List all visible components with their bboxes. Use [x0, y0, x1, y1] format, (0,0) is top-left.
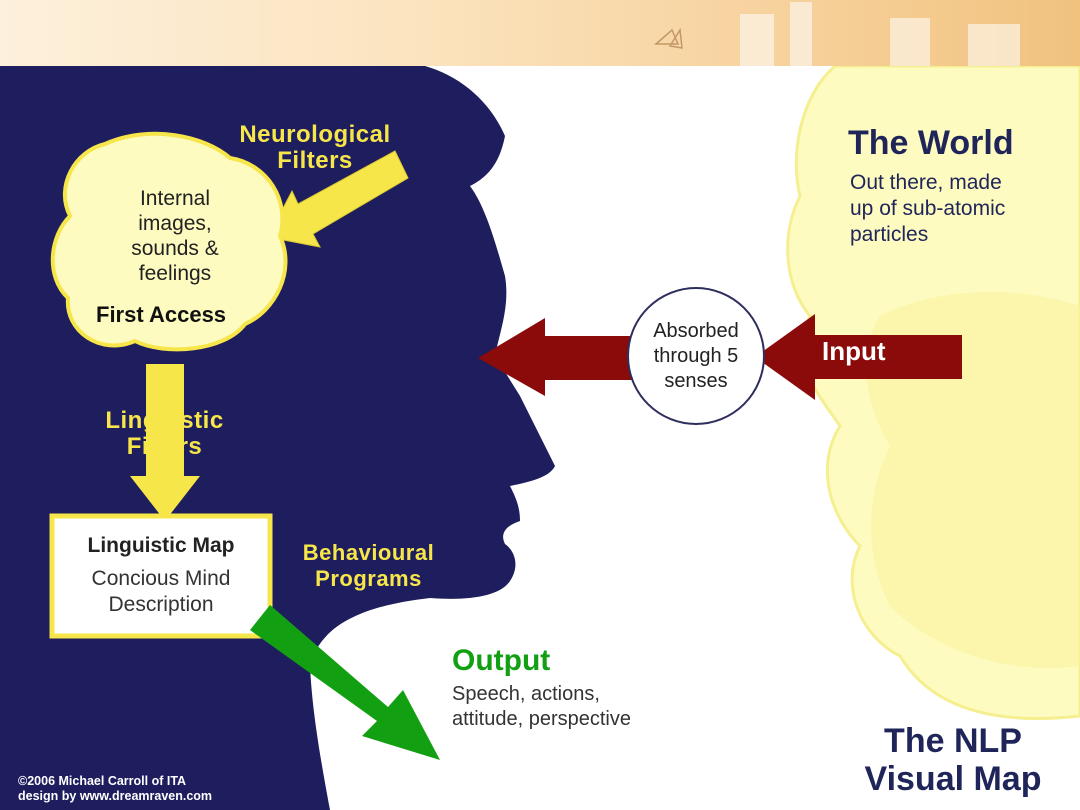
- linguistic-map-title: Linguistic Map: [87, 534, 235, 557]
- inner-input-arrow: [478, 318, 640, 396]
- behavioural-programs-line: Behavioural: [302, 540, 435, 565]
- skyline-building: [968, 24, 1020, 66]
- world-cloud-shade: [866, 292, 1080, 668]
- linguistic-filters-line: Linguistic: [105, 407, 224, 434]
- output-description: Speech, actions, attitude, perspective: [452, 682, 631, 732]
- skyline-building: [890, 18, 930, 66]
- internal-cloud: [50, 131, 288, 352]
- linguistic-filters-arrow: [130, 364, 200, 521]
- credits-line: design by www.dreamraven.com: [18, 789, 213, 803]
- world-description-line: particles: [850, 223, 929, 246]
- senses-text: Absorbed through 5 senses: [631, 319, 761, 394]
- behavioural-programs-line: Programs: [315, 566, 422, 591]
- linguistic-map-box: [49, 513, 273, 639]
- credits-line: ©2006 Michael Carroll of ITA: [18, 774, 187, 788]
- neurological-filters-line: Neurological: [239, 121, 391, 148]
- header-banner: [0, 0, 1080, 66]
- internal-cloud-line: sounds &: [131, 237, 219, 260]
- linguistic-map-description: Concious Mind Description: [56, 566, 266, 618]
- senses-line: Absorbed: [653, 320, 739, 342]
- internal-cloud-line: feelings: [138, 262, 212, 285]
- skyline-building: [740, 14, 774, 66]
- world-description: Out there, made up of sub-atomic particl…: [850, 170, 1005, 248]
- world-description-line: Out there, made: [850, 171, 1002, 194]
- internal-cloud-line: images,: [138, 212, 212, 235]
- internal-cloud-line: Internal: [139, 187, 211, 210]
- linguistic-map-line: Concious Mind: [91, 567, 231, 590]
- linguistic-filters-line: Filters: [126, 433, 203, 460]
- map-title: The NLP Visual Map: [848, 722, 1058, 798]
- output-line: attitude, perspective: [452, 708, 631, 730]
- output-line: Speech, actions,: [452, 683, 600, 705]
- map-title-line: Visual Map: [864, 760, 1042, 798]
- map-title-line: The NLP: [884, 722, 1022, 760]
- senses-circle: [627, 287, 765, 425]
- world-title: The World: [848, 124, 1014, 162]
- internal-cloud-text: Internal images, sounds & feelings: [100, 186, 250, 286]
- senses-line: through 5: [653, 345, 739, 367]
- senses-line: senses: [664, 370, 728, 392]
- output-title: Output: [452, 644, 551, 677]
- input-arrow: [755, 314, 962, 400]
- neurological-filters-label: Neurological Filters: [230, 122, 400, 174]
- nlp-diagram: The World Out there, made up of sub-atom…: [0, 66, 1080, 810]
- world-description-line: up of sub-atomic: [850, 197, 1006, 220]
- neurological-filters-line: Filters: [277, 147, 353, 174]
- input-label: Input: [822, 336, 886, 366]
- first-access-label: First Access: [96, 302, 227, 327]
- linguistic-filters-label: Linguistic Filters: [92, 408, 237, 460]
- credits: ©2006 Michael Carroll of ITA design by w…: [18, 774, 212, 804]
- linguistic-map-line: Description: [108, 593, 214, 616]
- diagram-graphics: [0, 66, 1080, 810]
- behavioural-programs-label: Behavioural Programs: [286, 540, 451, 592]
- skyline-building: [790, 2, 812, 66]
- butterfly-icon: [654, 27, 683, 49]
- output-arrow: [250, 605, 440, 760]
